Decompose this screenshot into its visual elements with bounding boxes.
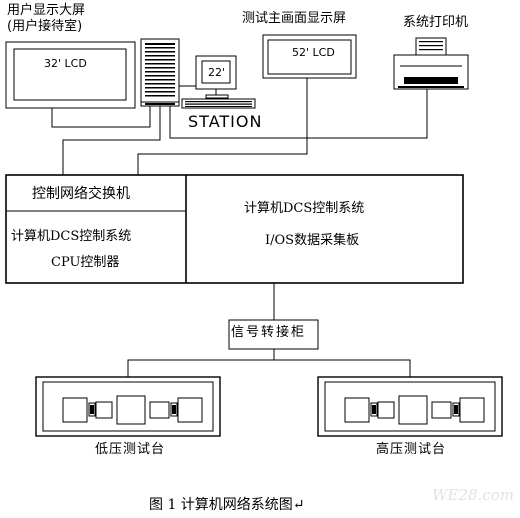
switch-label: 控制网络交换机 [32,186,130,202]
main-control-box [5,174,464,284]
high-pressure-bench-label: 高压测试台 [376,442,447,457]
user-display-label-line2: (用户接待室) [7,19,83,34]
high-pressure-bench [317,376,503,437]
dcs-right-label-line2: I/OS数据采集板 [265,233,360,248]
user-display-lcd-label: 32' LCD [44,57,87,70]
user-display-screen [5,41,136,109]
dcs-left-label-line2: CPU控制器 [51,255,120,270]
test-display-screen [262,34,357,79]
low-pressure-bench [35,376,221,437]
user-display-label-line1: 用户显示大屏 [7,3,86,18]
station-monitor-label: 22' [208,66,226,79]
test-display-label: 测试主画面显示屏 [242,11,347,26]
watermark: WE28.com [432,486,514,504]
station-label: STATION [188,112,263,131]
signal-cabinet-label: 信号转接柜 [231,325,307,340]
printer-label: 系统打印机 [403,15,469,30]
test-display-lcd-label: 52' LCD [292,46,335,59]
figure-caption: 图 1 计算机网络系统图↵ [149,497,305,513]
dcs-right-label-line1: 计算机DCS控制系统 [244,201,365,216]
low-pressure-bench-label: 低压测试台 [95,442,166,457]
station-keyboard [181,98,256,109]
dcs-left-label-line1: 计算机DCS控制系统 [11,229,132,244]
